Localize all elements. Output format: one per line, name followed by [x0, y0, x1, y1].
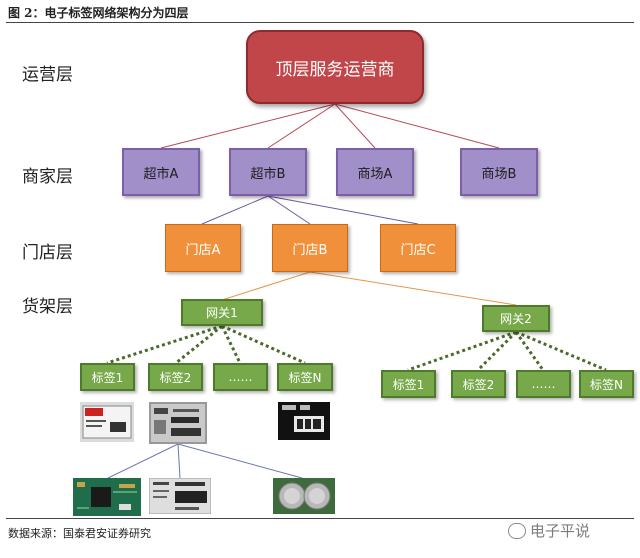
gateway-1: 网关1	[181, 299, 263, 326]
link-tag-battery	[177, 443, 303, 479]
gw1-tag-n: 标签N	[277, 363, 333, 391]
link-gw1-tag2	[175, 324, 223, 365]
link-gw1-tagN	[221, 324, 306, 365]
store-c: 门店C	[380, 224, 456, 272]
source-note: 数据来源：国泰君安证券研究	[8, 527, 151, 540]
layer-label-store: 门店层	[22, 243, 73, 263]
gw2-tag-n: 标签N	[579, 370, 634, 398]
link-gw2-tag1	[407, 330, 517, 372]
esl-tag-photo	[149, 402, 207, 444]
link-gw2-tag2	[476, 330, 518, 372]
merchant-supermarket-b: 超市B	[229, 148, 307, 196]
store-b: 门店B	[272, 224, 348, 272]
layer-label-operation: 运营层	[22, 65, 73, 85]
link-top-merchantB	[267, 103, 336, 149]
link-tag-display	[177, 443, 181, 479]
circuit-board-photo	[73, 478, 141, 516]
gw1-tag-2: 标签2	[148, 363, 203, 391]
esl-display-photo	[278, 402, 330, 440]
figure-title: 图 2：电子标签网络架构分为四层	[8, 6, 189, 20]
link-gw2-tagdots	[514, 331, 545, 371]
link-tag-board	[107, 443, 179, 479]
gw2-tag-ellipsis: ……	[516, 370, 571, 398]
link-storeB-gw2	[309, 271, 517, 306]
esl-tag-photo	[80, 402, 134, 442]
link-gw1-tagdots	[220, 325, 242, 364]
store-a: 门店A	[165, 224, 241, 272]
link-merchantB-storeC	[267, 195, 419, 225]
link-top-mallA	[334, 103, 376, 149]
watermark-logo: 电子平说	[508, 520, 590, 541]
merchant-supermarket-a: 超市A	[122, 148, 200, 196]
gw2-tag-2: 标签2	[451, 370, 506, 398]
link-gw2-tagN	[515, 330, 607, 372]
layer-label-shelf: 货架层	[22, 297, 73, 317]
gw1-tag-ellipsis: ……	[213, 363, 268, 391]
gw2-tag-1: 标签1	[381, 370, 436, 398]
link-merchantB-storeA	[201, 195, 269, 225]
layer-label-merchant: 商家层	[22, 167, 73, 187]
merchant-mall-a: 商场A	[336, 148, 414, 196]
logo-text: 电子平说	[530, 522, 591, 540]
link-merchantB-storeB	[267, 195, 311, 225]
esl-tag-photo	[149, 478, 211, 514]
link-gw1-tag1	[106, 324, 223, 365]
gw1-tag-1: 标签1	[80, 363, 135, 391]
link-top-merchantA	[160, 103, 336, 149]
bottom-rule	[6, 518, 634, 519]
merchant-mall-b: 商场B	[460, 148, 538, 196]
coin-battery-photo	[273, 478, 335, 514]
link-top-mallB	[334, 103, 500, 149]
gateway-2: 网关2	[482, 305, 550, 332]
top-service-operator: 顶层服务运营商	[246, 30, 424, 104]
top-rule	[6, 22, 634, 23]
link-storeB-gw1	[221, 271, 311, 301]
wechat-logo-icon	[508, 522, 526, 539]
